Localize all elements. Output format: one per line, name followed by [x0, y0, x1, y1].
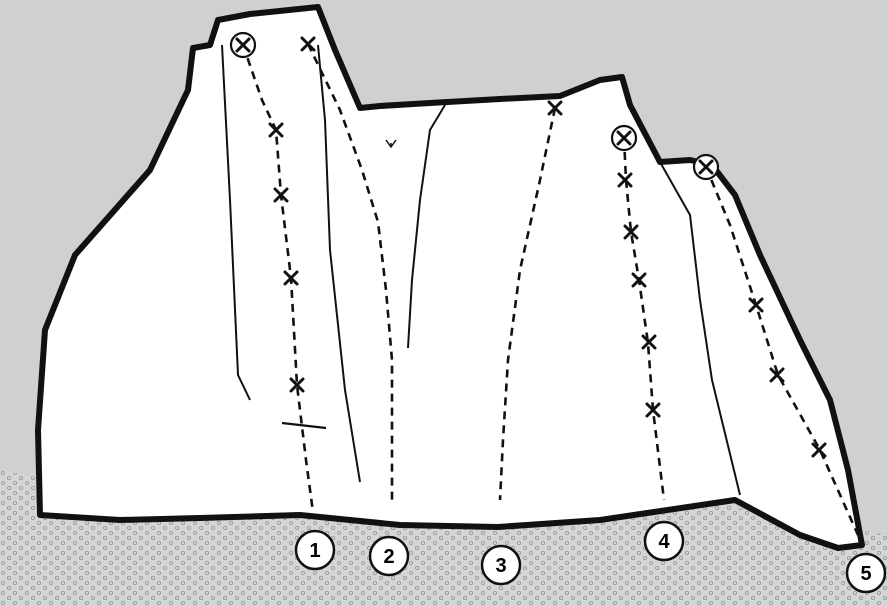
crack-line-1: [221, 44, 251, 401]
crack-line-2: [317, 44, 361, 483]
bolt-cross-icon-route-5: [748, 297, 764, 313]
bolt-cross-icon-route-2: [300, 36, 316, 52]
feature-mark-icon: [385, 139, 397, 149]
route-label-1: 1: [294, 529, 336, 571]
bolt-cross-icon-route-1: [273, 187, 289, 203]
bolt-cross-icon-route-1: [289, 377, 305, 393]
crux-bar: [281, 421, 327, 430]
route-line-2: [306, 43, 394, 502]
bolt-cross-icon-route-5: [769, 367, 785, 383]
bolt-cross-icon-route-4: [616, 130, 632, 146]
bolt-cross-icon-route-5: [811, 442, 827, 458]
route-number-labels: 1 2 3 4 5: [294, 520, 887, 594]
bolt-cross-icon-route-1: [283, 270, 299, 286]
bolt-cross-icon-route-4: [645, 402, 661, 418]
route-number-3: 3: [495, 555, 506, 577]
crack-line-3: [407, 104, 446, 349]
route-label-5: 5: [845, 552, 887, 594]
bolt-cross-icon-route-1: [235, 37, 251, 53]
bolt-cross-icon-route-1: [268, 122, 284, 138]
bolt-cross-icon-route-3: [547, 100, 563, 116]
bolt-cross-icon-route-5: [698, 159, 714, 175]
route-label-3: 3: [480, 544, 522, 586]
route-line-5: [704, 166, 860, 536]
route-number-4: 4: [658, 531, 670, 553]
route-line-1: [241, 44, 315, 513]
bolt-cross-icon-route-4: [641, 334, 657, 350]
rock-face: [35, 4, 865, 551]
rock-features: [221, 44, 741, 496]
route-label-2: 2: [368, 535, 410, 577]
route-number-1: 1: [309, 540, 320, 562]
route-line-3: [498, 107, 557, 501]
route-label-4: 4: [643, 520, 685, 562]
bolt-cross-icon-route-4: [631, 272, 647, 288]
bolt-cross-icon-route-4: [617, 172, 633, 188]
arete-line: [659, 161, 741, 496]
route-number-5: 5: [860, 563, 871, 585]
route-number-2: 2: [383, 546, 394, 568]
bolt-markers: [235, 36, 827, 458]
bolt-cross-icon-route-4: [623, 224, 639, 240]
